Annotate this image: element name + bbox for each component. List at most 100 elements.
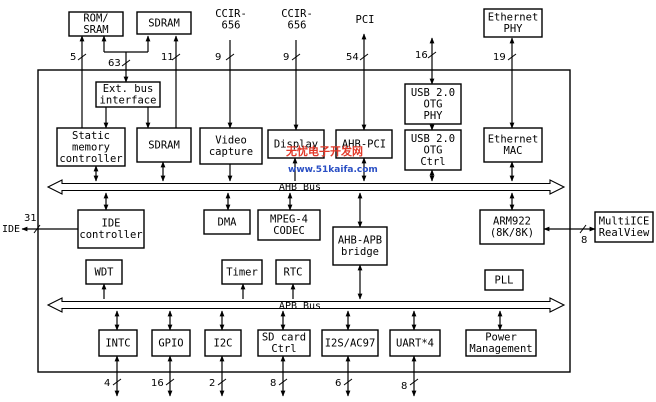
block-ethernet-mac-label: MAC [504,145,523,157]
apb-bus-label: APB Bus [279,301,321,312]
block-static-memory-controller-label: controller [59,153,122,165]
svg-text:2: 2 [209,378,215,389]
block-wdt-label: WDT [95,266,115,278]
block-usb-otg-phy-label: USB 2.0 [411,87,455,99]
svg-text:8: 8 [270,378,276,389]
block-ext-bus-interface-label: Ext. bus [103,83,154,95]
block-video-capture-label: Video [215,135,247,147]
label-pci: PCI [356,14,375,26]
svg-text:16: 16 [415,50,428,61]
block-arm922-label: ARM922 [493,216,531,228]
svg-text:5: 5 [70,52,76,63]
ahb-bus: AHB Bus [46,179,566,195]
block-ethernet-phy-label: Ethernet [488,12,539,24]
svg-text:54: 54 [346,52,359,63]
block-sdram-external: SDRAM [136,11,192,35]
svg-text:8: 8 [581,235,587,246]
block-rom-sram-label: ROM/ [83,13,108,25]
apb-bus: APB Bus [46,297,566,313]
block-display-label: Display [274,138,318,150]
block-i2s-ac97: I2S/AC97 [321,329,379,357]
block-arm922-label: (8K/8K) [490,227,534,239]
block-timer: Timer [221,259,263,285]
svg-text:8: 8 [401,381,407,392]
ahb-bus-label: AHB Bus [279,182,321,193]
block-pll: PLL [484,269,524,291]
block-gpio-label: GPIO [158,337,183,349]
label-ccir-656-a: CCIR-656 [215,8,247,32]
block-ahb-apb-bridge-label: bridge [341,246,379,258]
block-ethernet-mac-label: Ethernet [488,134,539,146]
block-sdram-controller-label: SDRAM [148,139,180,151]
block-display: Display [267,129,325,159]
block-uart: UART*4 [389,329,441,357]
label-ccir-656-a-label: 656 [222,20,241,32]
watermark: 无忧电子开发网 www.51kaifa.com [285,144,378,175]
block-usb-otg-phy-label: PHY [424,110,444,122]
block-usb-otg-ctrl-label: USB 2.0 [411,133,455,145]
block-dma: DMA [203,209,251,235]
block-sdram-controller: SDRAM [136,127,192,163]
block-rtc: RTC [275,259,311,285]
block-rom-sram-label: SRAM [83,24,108,36]
block-rom-sram: ROM/SRAM [68,11,124,37]
block-power-management-label: Management [469,343,532,355]
block-ahb-pci: AHB-PCI [335,129,393,159]
block-intc: INTC [98,329,138,357]
label-ccir-656-a-label: CCIR- [215,8,247,20]
svg-text:11: 11 [161,52,174,63]
watermark-url: www.51kaifa.com [288,165,378,175]
label-ccir-656-b-label: 656 [288,20,307,32]
block-usb-otg-ctrl-label: Ctrl [420,156,445,168]
block-arm922: ARM922(8K/8K) [479,209,545,245]
block-static-memory-controller-label: memory [72,141,110,153]
block-ide-controller-label: IDE [102,218,121,230]
block-ide-controller-label: controller [79,229,142,241]
block-video-capture-label: capture [209,146,253,158]
chip-boundary [37,69,571,373]
ide-pin-label: IDE [2,224,20,235]
block-ethernet-phy-label: PHY [504,23,524,35]
label-ccir-656-b-label: CCIR- [281,8,313,20]
svg-text:6: 6 [335,378,341,389]
svg-text:19: 19 [493,52,506,63]
block-mpeg4-codec-label: CODEC [273,225,305,237]
svg-text:9: 9 [283,52,289,63]
svg-text:9: 9 [215,52,221,63]
block-mpeg4-codec-label: MPEG-4 [270,214,308,226]
block-gpio: GPIO [151,329,191,357]
block-pll-label: PLL [495,274,514,286]
block-static-memory-controller-label: Static [72,130,110,142]
block-usb-otg-ctrl-label: OTG [424,144,443,156]
block-usb-otg-phy-label: OTG [424,98,443,110]
block-intc-label: INTC [105,337,130,349]
connections [21,33,596,397]
block-dma-label: DMA [218,216,238,228]
block-ahb-apb-bridge-label: AHB-APB [338,235,382,247]
block-uart-label: UART*4 [396,337,434,349]
svg-text:31: 31 [24,213,37,224]
label-pci-label: PCI [356,14,375,26]
block-sdram-external-label: SDRAM [148,17,180,29]
block-wdt: WDT [85,259,123,285]
block-sd-card-ctrl-label: Ctrl [271,343,296,355]
block-i2c-label: I2C [214,337,233,349]
labels: IDE 31 5 63 11 9 9 54 16 19 8 4 16 2 8 6… [2,50,587,392]
block-i2s-ac97-label: I2S/AC97 [325,337,376,349]
block-multiice-realview-label: MultiICE [599,216,650,228]
block-rtc-label: RTC [284,266,303,278]
svg-text:4: 4 [104,378,110,389]
